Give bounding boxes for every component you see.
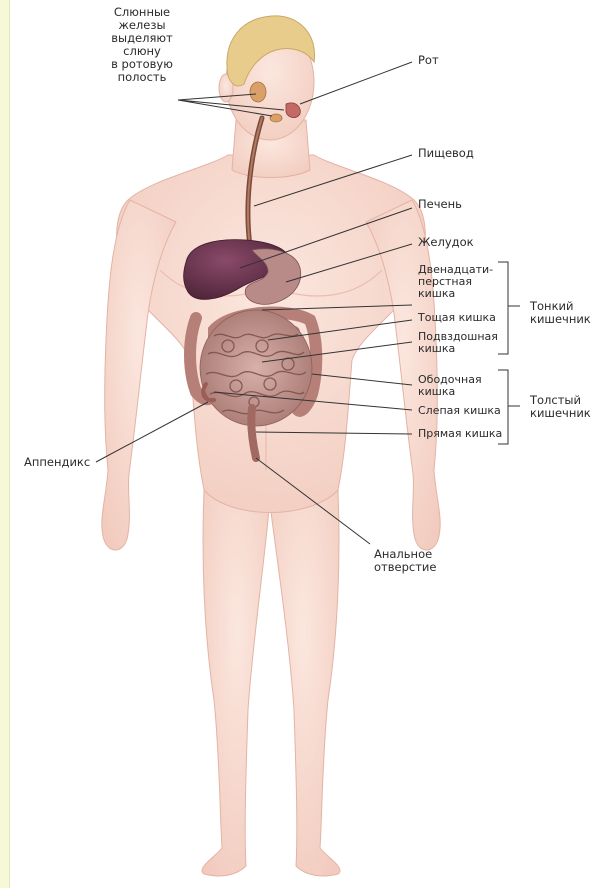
- label-appendix: Аппендикс: [24, 456, 90, 469]
- label-rectum: Прямая кишка: [418, 428, 502, 440]
- body-silhouette: [102, 24, 440, 876]
- label-duodenum: Двенадцати- перстная кишка: [418, 264, 493, 300]
- label-ileum: Подвздошная кишка: [418, 331, 498, 355]
- label-large-intestine: Толстый кишечник: [530, 394, 591, 420]
- label-small-intestine: Тонкий кишечник: [530, 300, 591, 326]
- right-leg: [266, 470, 340, 876]
- label-anus: Анальное отверстие: [374, 548, 436, 574]
- label-esophagus: Пищевод: [418, 147, 474, 160]
- bracket-small-intestine: [498, 262, 520, 354]
- label-salivary-glands: Слюнные железы выделяют слюну в ротовую …: [104, 6, 180, 84]
- label-liver: Печень: [418, 198, 462, 211]
- label-stomach: Желудок: [418, 236, 474, 249]
- label-colon: Ободочная кишка: [418, 374, 482, 398]
- label-jejunum: Тощая кишка: [418, 312, 496, 324]
- label-mouth: Рот: [418, 54, 439, 67]
- rectum-organ: [251, 408, 256, 458]
- label-cecum: Слепая кишка: [418, 405, 501, 417]
- left-leg: [202, 470, 272, 876]
- small-intestine-coils: [200, 310, 312, 426]
- leader-mouth: [300, 62, 412, 104]
